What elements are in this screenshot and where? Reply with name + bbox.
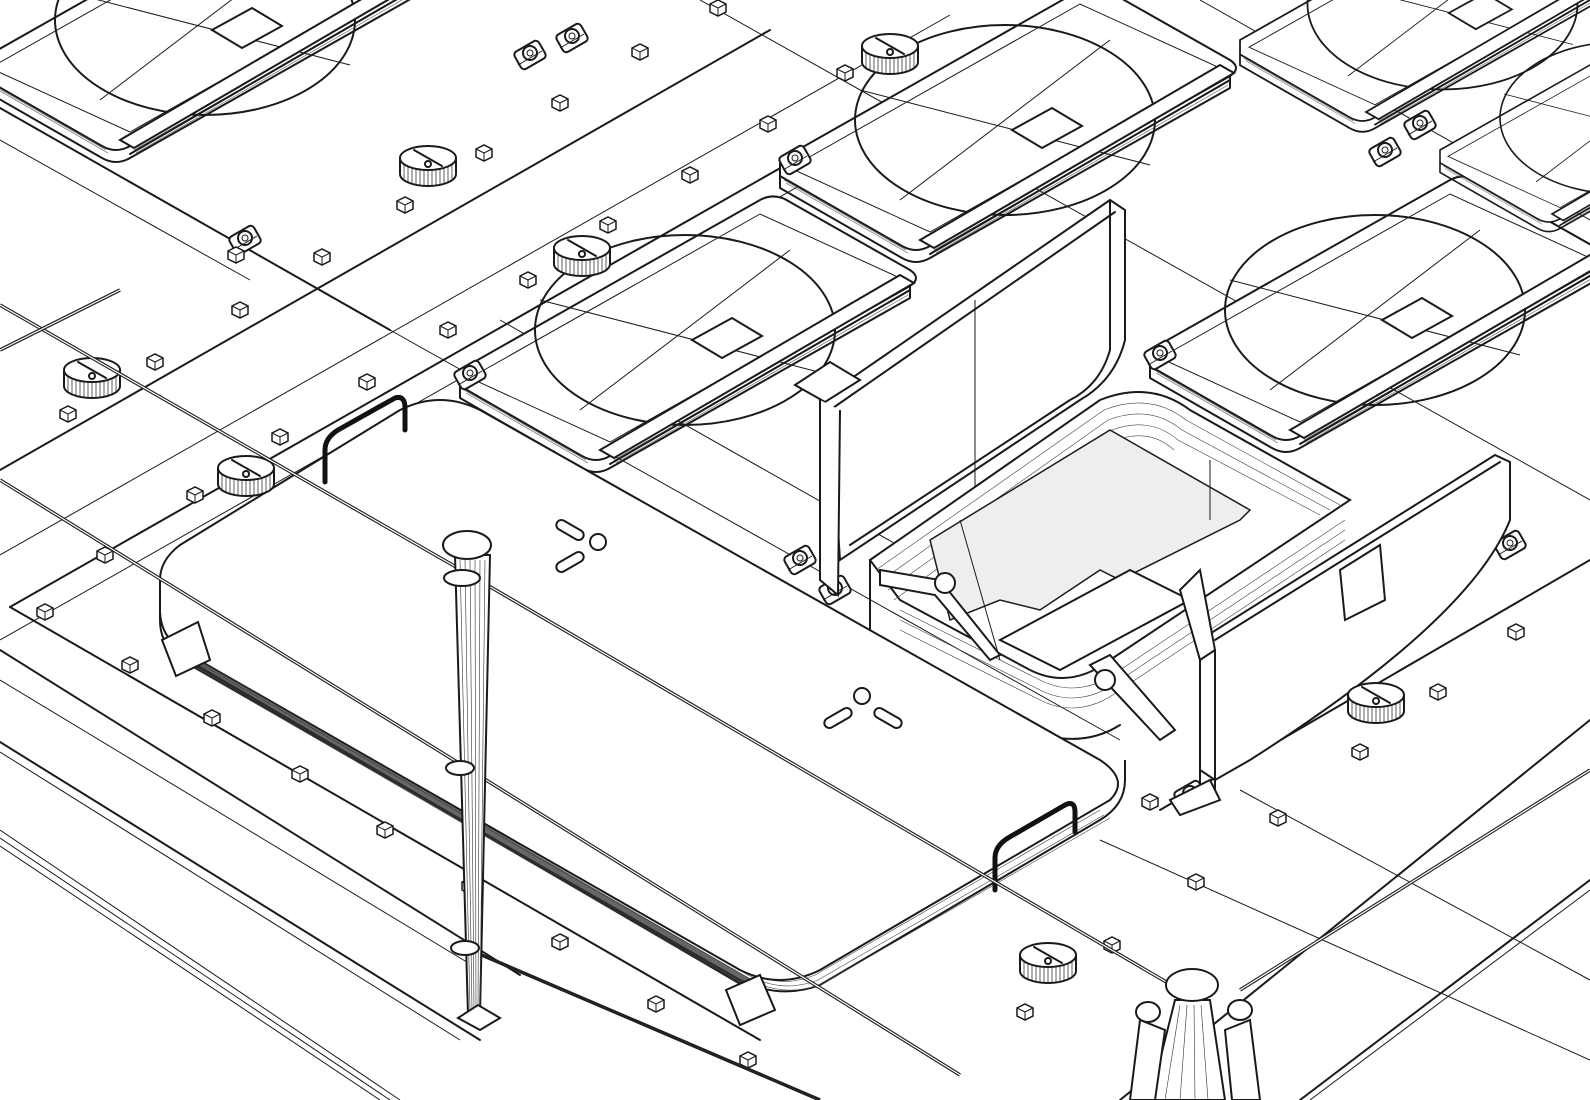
cleat-icon: [553, 235, 611, 277]
cleat-icon: [63, 357, 121, 399]
handle-icon: [322, 395, 408, 485]
hinge-icon: [553, 21, 591, 55]
stanchion-icon: [1128, 968, 1262, 1100]
cleat-icon: [1347, 682, 1405, 724]
cleat-icon: [555, 519, 607, 573]
hinge-icon: [511, 38, 549, 72]
cleat-icon: [861, 33, 919, 75]
cleat-icon: [823, 687, 903, 729]
hatch-cover-icon: [779, 0, 1237, 263]
stanchion-icon: [442, 530, 502, 1032]
open-hatch: [793, 198, 1511, 817]
hatch-cover-icon: [1149, 175, 1590, 453]
handle-icon: [992, 801, 1078, 893]
hinge-icon: [781, 543, 819, 577]
cleat-icon: [399, 145, 457, 187]
hinge-icon: [1401, 108, 1439, 142]
cleat-icon: [217, 455, 275, 497]
hatch-cover-icon: [0, 0, 437, 164]
cleat-icon: [1019, 942, 1077, 984]
hinge-icon: [1366, 135, 1404, 169]
